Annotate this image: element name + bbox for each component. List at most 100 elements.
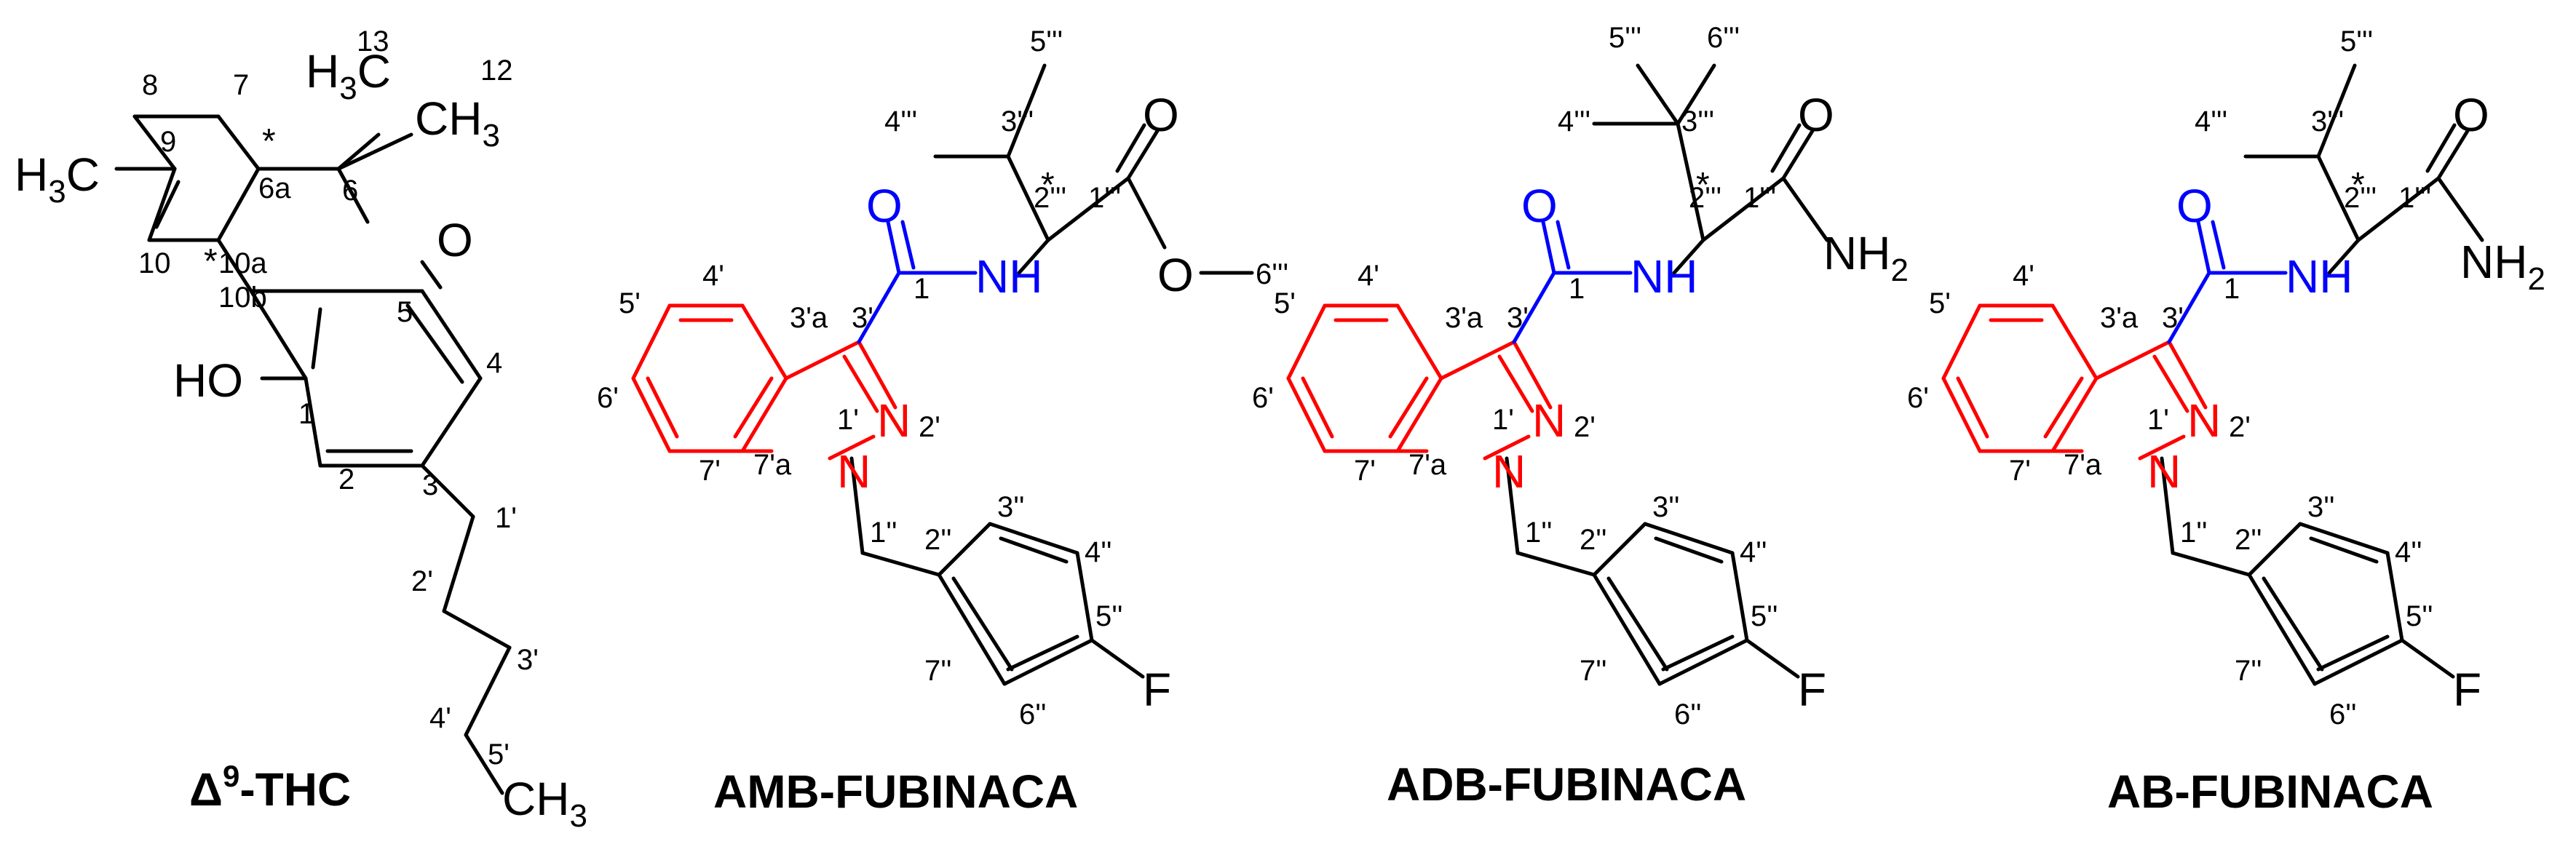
adb-indazole-bonds xyxy=(1286,303,1553,461)
amb-locant-4p: 4' xyxy=(702,260,724,292)
ab-stereo-star: * xyxy=(2351,166,2365,204)
amb-n2: N xyxy=(877,394,911,447)
adb-locant-3pa: 3'a xyxy=(1445,302,1483,334)
ab-locant-1: 1 xyxy=(2224,273,2240,305)
ab-locants: 5''' 4''' 3''' 2''' 1''' * 1 3' 3'a 4' 5… xyxy=(1907,25,2433,730)
thc-locant-13: 13 xyxy=(357,25,389,57)
thc-h3c-left: H3C xyxy=(15,148,100,210)
adb-locant-7pa: 7'a xyxy=(1408,449,1447,481)
thc-locant-1p: 1' xyxy=(495,502,517,534)
amb-blue-bonds xyxy=(857,220,978,344)
amb-locant-4pp: 4'' xyxy=(1085,536,1112,568)
amb-locant-1: 1 xyxy=(914,273,930,305)
thc-bonds xyxy=(114,114,512,795)
thc-locant-3p: 3' xyxy=(517,644,539,676)
thc-locant-5: 5 xyxy=(397,296,413,328)
ab-locant-3pp: 3'' xyxy=(2307,491,2335,523)
adb-locant-1ppp: 1''' xyxy=(1743,182,1776,214)
adb-locant-3p: 3' xyxy=(1507,302,1529,334)
thc-h3c-top: H3C xyxy=(306,45,391,106)
amb-locant-1ppp: 1''' xyxy=(1088,182,1121,214)
amb-locant-n2p: 2' xyxy=(919,411,940,443)
thc-stereo-star-10a: * xyxy=(204,242,218,281)
amb-locant-4ppp: 4''' xyxy=(884,105,917,138)
amb-locants: 5''' 4''' 3''' 2''' 1''' 6''' * 1 3' 3'a… xyxy=(597,25,1288,730)
adb-fubinaca-structure: O NH O NH2 N N F 5''' 6''' 4''' 3''' 2''… xyxy=(1252,22,1909,811)
amb-locant-5pp: 5'' xyxy=(1095,600,1123,632)
ab-locant-3p: 3' xyxy=(2162,302,2184,334)
adb-amide-nh: NH xyxy=(1630,250,1697,303)
adb-locant-7p: 7' xyxy=(1354,455,1376,487)
ab-locant-5pp: 5'' xyxy=(2406,600,2433,632)
ab-blue-bonds xyxy=(2167,220,2288,344)
amb-amide-oxygen: O xyxy=(866,180,903,232)
thc-locant-6: 6 xyxy=(342,175,358,207)
amb-locant-3ppp: 3''' xyxy=(1001,105,1034,138)
adb-locant-6ppp: 6''' xyxy=(1707,22,1740,54)
thc-ch3-right: CH3 xyxy=(415,92,500,154)
thc-ch3-tail: CH3 xyxy=(502,773,587,834)
amb-fluorine: F xyxy=(1143,664,1171,716)
ab-fluorine: F xyxy=(2453,664,2481,716)
ab-nh2: NH2 xyxy=(2460,236,2545,297)
thc-locant-10: 10 xyxy=(138,247,171,279)
thc-locant-4: 4 xyxy=(486,347,502,379)
amb-amide-nh: NH xyxy=(975,250,1042,303)
amb-black-bonds xyxy=(849,63,1254,686)
ab-locant-4ppp: 4''' xyxy=(2195,105,2227,138)
amb-locant-3p: 3' xyxy=(852,302,873,334)
amb-locant-6ppp: 6''' xyxy=(1256,258,1288,290)
thc-locant-12: 12 xyxy=(480,55,513,87)
amb-locant-6p: 6' xyxy=(597,382,619,414)
thc-atoms: H3C H3C CH3 O HO CH3 xyxy=(15,45,587,834)
amb-locant-7pa: 7'a xyxy=(753,449,792,481)
thc-locant-5p: 5' xyxy=(488,738,510,771)
thc-locant-2p: 2' xyxy=(411,565,433,597)
ab-carbonyl-oxygen: O xyxy=(2453,89,2489,141)
adb-locant-6p: 6' xyxy=(1252,382,1274,414)
adb-locant-4pp: 4'' xyxy=(1740,536,1767,568)
amb-ester-oxygen: O xyxy=(1157,249,1194,301)
thc-locants: 13 12 8 7 9 6a 6 10 10a 10b 5 4 1 2 3 1'… xyxy=(138,25,539,771)
adb-locants: 5''' 6''' 4''' 3''' 2''' 1''' * 1 3' 3'a… xyxy=(1252,22,1778,730)
amb-locant-1pp: 1'' xyxy=(870,517,897,549)
amb-locant-3pa: 3'a xyxy=(790,302,828,334)
adb-locant-4p: 4' xyxy=(1358,260,1379,292)
ab-indazole-bonds xyxy=(1941,303,2208,461)
ab-locant-n2p: 2' xyxy=(2229,411,2251,443)
thc-locant-6a: 6a xyxy=(258,172,291,204)
amb-compound-name: AMB-FUBINACA xyxy=(713,765,1078,818)
thc-hydroxyl: HO xyxy=(173,354,243,407)
thc-locant-4p: 4' xyxy=(429,702,451,734)
adb-atoms: O NH O NH2 N N F xyxy=(1492,89,1909,716)
ab-locant-7pa: 7'a xyxy=(2064,449,2102,481)
amb-stereo-star: * xyxy=(1041,166,1055,204)
ab-locant-n1p: 1' xyxy=(2147,404,2169,436)
adb-fluorine: F xyxy=(1798,664,1826,716)
ab-n1: N xyxy=(2147,445,2181,498)
amb-atoms: O NH O O N N F xyxy=(837,89,1194,716)
amb-locant-n1p: 1' xyxy=(837,404,859,436)
thc-locant-8: 8 xyxy=(142,69,158,101)
adb-locant-6pp: 6'' xyxy=(1674,698,1702,730)
ab-atoms: O NH O NH2 N N F xyxy=(2147,89,2545,716)
ab-locant-7pp: 7'' xyxy=(2235,655,2262,687)
amb-indazole-bonds xyxy=(631,303,897,461)
adb-black-bonds xyxy=(1505,63,1829,686)
thc-locant-3: 3 xyxy=(422,469,438,501)
amb-n1: N xyxy=(837,445,871,498)
adb-locant-4ppp: 4''' xyxy=(1558,105,1590,138)
adb-amide-oxygen: O xyxy=(1521,180,1558,232)
adb-locant-5pp: 5'' xyxy=(1751,600,1778,632)
ab-locant-3pa: 3'a xyxy=(2100,302,2139,334)
thc-locant-2: 2 xyxy=(338,463,354,495)
adb-locant-3ppp: 3''' xyxy=(1681,105,1714,138)
ab-n2: N xyxy=(2187,394,2221,447)
ab-locant-2pp: 2'' xyxy=(2235,524,2262,556)
adb-locant-5ppp: 5''' xyxy=(1609,22,1641,54)
ab-locant-7p: 7' xyxy=(2009,455,2031,487)
amb-locant-5ppp: 5''' xyxy=(1030,25,1063,57)
adb-locant-n2p: 2' xyxy=(1574,411,1596,443)
amb-fubinaca-structure: O NH O O N N F 5''' 4''' 3''' 2''' 1''' … xyxy=(597,25,1288,818)
